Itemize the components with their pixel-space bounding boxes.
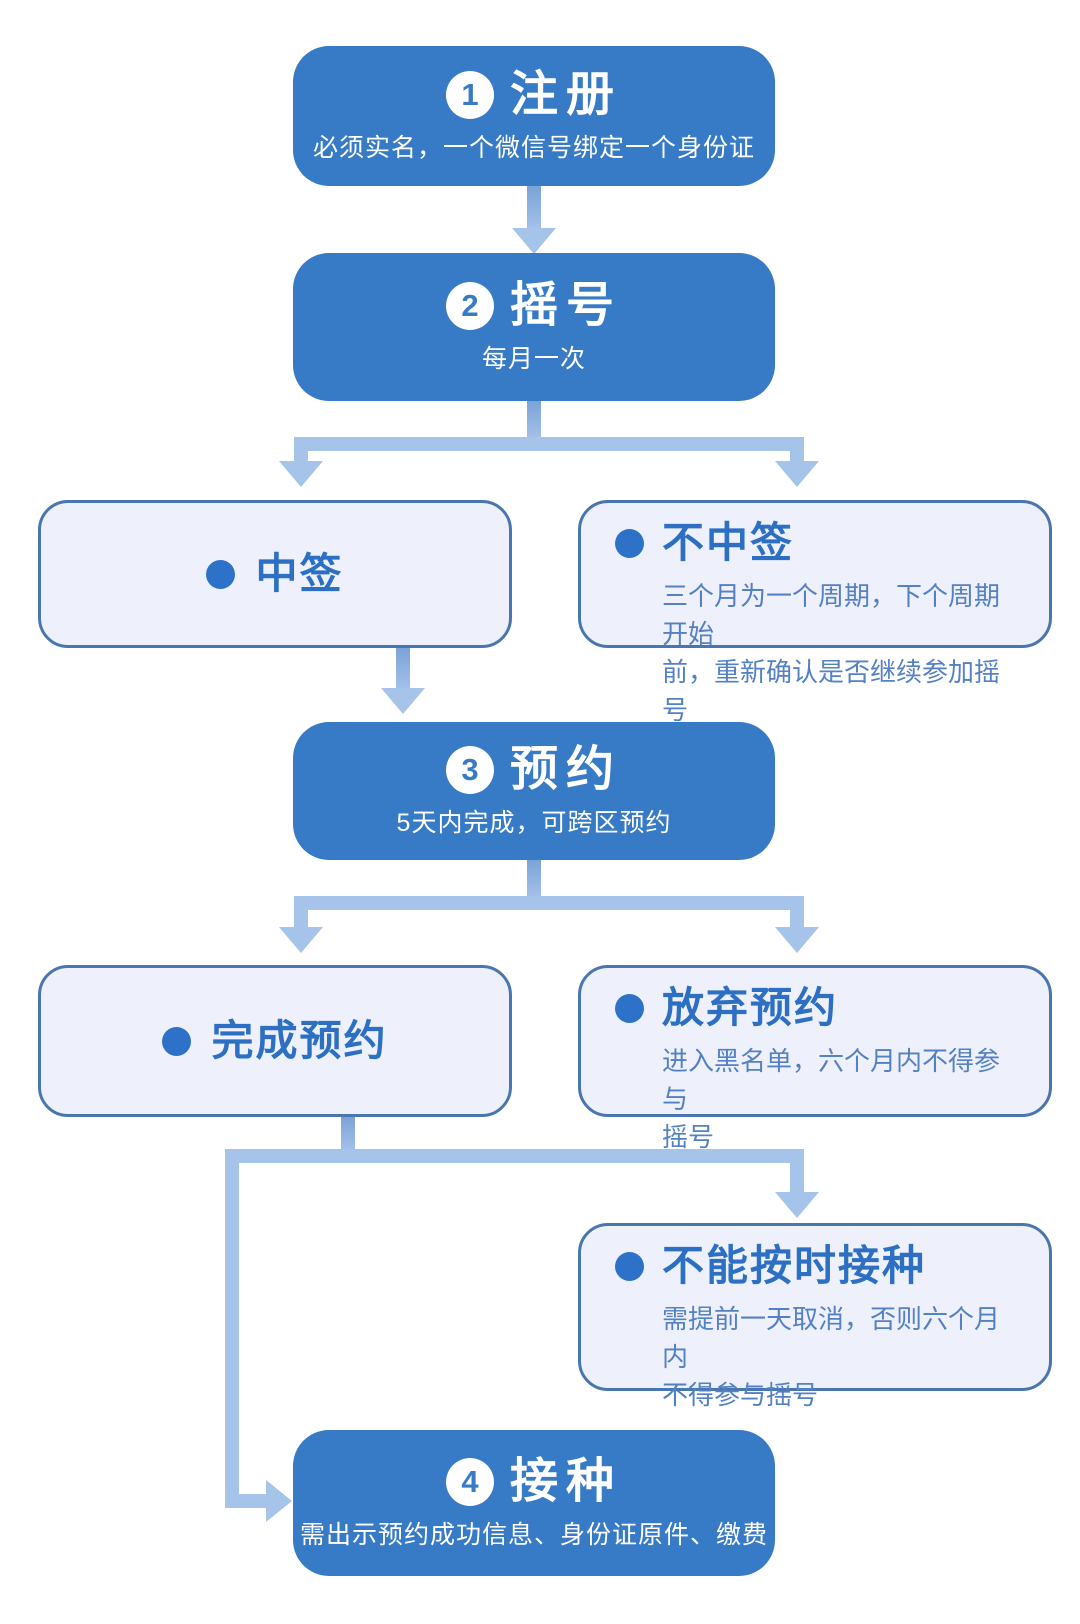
step1-number-badge-icon: 1 bbox=[445, 70, 494, 119]
step4-title-row: 4 接种 bbox=[445, 1454, 622, 1509]
connector-complete-missed-drop bbox=[790, 1163, 804, 1193]
step3-subtitle: 5天内完成，可跨区预约 bbox=[396, 809, 672, 838]
step3-number-badge-icon: 3 bbox=[445, 745, 494, 794]
connector-step3-branch-right-drop bbox=[790, 910, 804, 928]
outcome-missed-body-line2: 不得参与摇号 bbox=[662, 1380, 819, 1411]
node-outcome-abandon-booking: 放弃预约 进入黑名单，六个月内不得参与 摇号 bbox=[578, 965, 1052, 1152]
outcome-abandon-title-row: 放弃预约 bbox=[615, 984, 1025, 1032]
connector-step3-branch-left-drop bbox=[294, 910, 308, 928]
connector-step3-branch-stub bbox=[527, 860, 541, 900]
node-outcome-missed-vaccination: 不能按时接种 需提前一天取消，否则六个月内 不得参与摇号 bbox=[578, 1223, 1052, 1410]
outcome-missed-body: 需提前一天取消，否则六个月内 不得参与摇号 bbox=[662, 1300, 1025, 1414]
step4-subtitle: 需出示预约成功信息、身份证原件、缴费 bbox=[299, 1521, 768, 1550]
connector-step2-branch-left-drop bbox=[294, 451, 308, 463]
arrowhead-right-icon bbox=[266, 1480, 292, 1522]
connector-step1-step2 bbox=[527, 186, 541, 232]
arrowhead-down-icon bbox=[512, 228, 556, 254]
connector-step2-branch-bar bbox=[294, 437, 804, 451]
step1-subtitle: 必须实名，一个微信号绑定一个身份证 bbox=[312, 134, 755, 163]
node-step4-vaccinate: 4 接种 需出示预约成功信息、身份证原件、缴费 bbox=[293, 1430, 775, 1576]
step1-title-row: 1 注册 bbox=[445, 67, 622, 122]
bullet-icon bbox=[162, 1026, 192, 1056]
node-step2-lottery: 2 摇号 每月一次 bbox=[293, 253, 775, 401]
outcome-complete-title: 完成预约 bbox=[211, 1016, 388, 1064]
node-outcome-complete-booking: 完成预约 bbox=[38, 965, 512, 1117]
outcome-missed-title-row: 不能按时接种 bbox=[615, 1242, 1025, 1290]
bullet-icon bbox=[615, 528, 644, 558]
outcome-abandon-title: 放弃预约 bbox=[662, 984, 839, 1031]
bullet-icon bbox=[206, 559, 236, 589]
step4-number-badge-icon: 4 bbox=[445, 1457, 494, 1506]
bullet-icon bbox=[615, 993, 644, 1023]
outcome-lose-body: 三个月为一个周期，下个周期开始 前，重新确认是否继续参加摇号 bbox=[662, 577, 1025, 729]
connector-complete-step4-vertical bbox=[225, 1163, 239, 1508]
outcome-win-title: 中签 bbox=[255, 549, 344, 597]
outcome-abandon-body-line2: 摇号 bbox=[662, 1122, 715, 1153]
arrowhead-down-icon bbox=[279, 927, 323, 953]
outcome-lose-body-line2: 前，重新确认是否继续参加摇号 bbox=[662, 657, 1001, 726]
outcome-abandon-body-line1: 进入黑名单，六个月内不得参与 bbox=[662, 1046, 1001, 1115]
node-step1-register: 1 注册 必须实名，一个微信号绑定一个身份证 bbox=[293, 46, 775, 186]
step2-subtitle: 每月一次 bbox=[481, 345, 586, 374]
connector-complete-step4-horizontal bbox=[225, 1494, 268, 1508]
step2-title-row: 2 摇号 bbox=[445, 278, 622, 333]
connector-step2-branch-right-drop bbox=[790, 451, 804, 463]
outcome-missed-title: 不能按时接种 bbox=[662, 1242, 927, 1289]
arrowhead-down-icon bbox=[279, 461, 323, 487]
step3-title-row: 3 预约 bbox=[445, 742, 622, 797]
bullet-icon bbox=[615, 1251, 644, 1281]
connector-win-step3 bbox=[396, 648, 410, 692]
connector-step3-branch-bar bbox=[294, 896, 804, 910]
outcome-abandon-body: 进入黑名单，六个月内不得参与 摇号 bbox=[662, 1042, 1025, 1156]
step4-title: 接种 bbox=[509, 1454, 622, 1508]
arrowhead-down-icon bbox=[381, 688, 425, 714]
node-outcome-win: 中签 bbox=[38, 500, 512, 648]
outcome-lose-body-line1: 三个月为一个周期，下个周期开始 bbox=[662, 581, 1001, 650]
arrowhead-down-icon bbox=[775, 461, 819, 487]
outcome-lose-title: 不中签 bbox=[662, 519, 795, 566]
connector-complete-branch-bar bbox=[225, 1149, 804, 1163]
arrowhead-down-icon bbox=[775, 927, 819, 953]
outcome-missed-body-line1: 需提前一天取消，否则六个月内 bbox=[662, 1304, 1001, 1373]
connector-step2-branch-stub bbox=[527, 401, 541, 441]
node-step3-appointment: 3 预约 5天内完成，可跨区预约 bbox=[293, 722, 775, 860]
connector-complete-branch-stub bbox=[341, 1117, 355, 1153]
step3-title: 预约 bbox=[509, 742, 622, 796]
step1-title: 注册 bbox=[509, 67, 622, 121]
step2-title: 摇号 bbox=[509, 278, 622, 332]
node-outcome-lose: 不中签 三个月为一个周期，下个周期开始 前，重新确认是否继续参加摇号 bbox=[578, 500, 1052, 725]
step2-number-badge-icon: 2 bbox=[445, 281, 494, 330]
arrowhead-down-icon bbox=[775, 1192, 819, 1218]
outcome-lose-title-row: 不中签 bbox=[615, 519, 1025, 567]
